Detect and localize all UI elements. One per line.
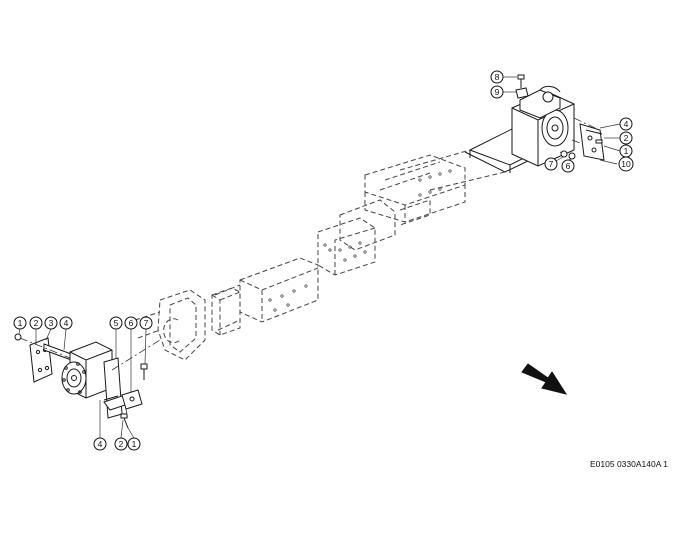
svg-text:3: 3 (49, 318, 54, 328)
svg-text:4: 4 (98, 439, 103, 449)
callouts-right: 8 9 4 2 1 7 6 (490, 70, 634, 173)
svg-text:7: 7 (144, 318, 149, 328)
svg-text:6: 6 (566, 161, 571, 171)
callout-r8: 8 (490, 70, 517, 84)
phantom-boom-frame (134, 124, 562, 361)
svg-text:5: 5 (114, 318, 119, 328)
callout-l6: 6 (124, 316, 138, 392)
svg-text:1: 1 (624, 146, 629, 156)
callout-r2: 2 (604, 131, 633, 145)
right-mounting-assembly (511, 74, 605, 167)
callout-l4b: 4 (93, 400, 107, 451)
document-code: E0105 0330A140A 1 (590, 459, 668, 469)
svg-text:8: 8 (495, 72, 500, 82)
callout-r10: 10 (599, 156, 634, 172)
callout-l2b: 2 (114, 419, 128, 451)
callout-l3: 3 (44, 316, 58, 341)
callout-l5: 5 (109, 316, 123, 358)
callout-r7: 7 (544, 156, 564, 171)
callout-l1: 1 (13, 316, 27, 335)
svg-text:7: 7 (549, 159, 554, 169)
callout-l1b: 1 (127, 427, 141, 451)
callout-l2: 2 (29, 316, 43, 344)
svg-text:6: 6 (129, 318, 134, 328)
svg-text:2: 2 (119, 439, 124, 449)
direction-arrow-icon (521, 363, 568, 395)
svg-text:4: 4 (624, 119, 629, 129)
callout-r4: 4 (599, 117, 633, 131)
callout-r1: 1 (603, 144, 633, 158)
callouts-left: 1 2 3 4 5 6 7 (13, 316, 153, 451)
svg-text:1: 1 (132, 439, 137, 449)
callout-r9: 9 (490, 85, 516, 99)
svg-text:2: 2 (34, 318, 39, 328)
callout-l4: 4 (59, 316, 73, 351)
svg-text:9: 9 (495, 87, 500, 97)
svg-text:2: 2 (624, 133, 629, 143)
left-mounting-assembly (14, 333, 161, 429)
callout-r6: 6 (561, 158, 575, 173)
svg-text:4: 4 (64, 318, 69, 328)
svg-text:10: 10 (621, 159, 631, 169)
callout-l7: 7 (139, 316, 153, 365)
svg-text:1: 1 (18, 318, 23, 328)
